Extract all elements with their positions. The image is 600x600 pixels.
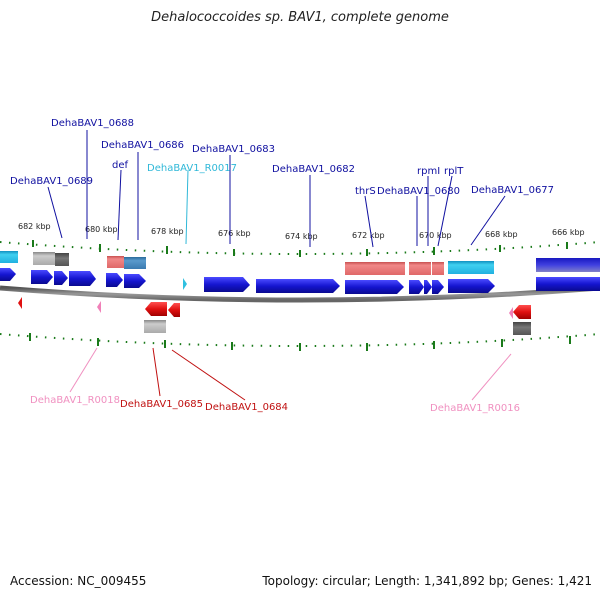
gene-arrow xyxy=(0,268,16,281)
scale-label-682: 682 kbp xyxy=(18,222,51,231)
trna-marker xyxy=(97,301,101,313)
gene-arrow xyxy=(432,280,444,294)
gene-label: DehaBAV1_0689 xyxy=(10,176,93,187)
gene-label: DehaBAV1_0682 xyxy=(272,164,355,175)
gene-label: DehaBAV1_0684 xyxy=(205,402,288,413)
category-bar xyxy=(124,257,146,269)
gene-label: DehaBAV1_0680 xyxy=(377,186,460,197)
gene-arrow xyxy=(145,302,167,316)
scale-label-678: 678 kbp xyxy=(151,227,184,236)
scale-label-670: 670 kbp xyxy=(419,231,452,240)
scale-label-676: 676 kbp xyxy=(218,229,251,238)
topology-text: Topology: circular; Length: 1,341,892 bp… xyxy=(262,574,592,588)
gene-arrow xyxy=(513,305,531,319)
category-bars xyxy=(0,251,600,335)
category-bar xyxy=(536,258,600,272)
scale-label-666: 666 kbp xyxy=(552,228,585,237)
gene-arrow xyxy=(536,277,600,291)
category-bar xyxy=(0,251,18,263)
genome-title: Dehalococcoides sp. BAV1, complete genom… xyxy=(151,10,449,25)
gene-arrow xyxy=(31,270,53,284)
gene-label: rpmI xyxy=(417,166,440,177)
top-leader-lines xyxy=(47,130,506,248)
scale-label-672: 672 kbp xyxy=(352,231,385,240)
trna-marker xyxy=(509,307,513,319)
category-bar xyxy=(33,252,55,265)
genome-backbone xyxy=(0,285,600,303)
gene-arrow xyxy=(448,279,495,293)
category-bar xyxy=(513,322,531,335)
gene-arrow xyxy=(106,273,123,287)
category-bar xyxy=(432,262,444,275)
gene-arrow xyxy=(69,271,96,286)
gene-arrow xyxy=(424,280,432,294)
gene-label: DehaBAV1_0688 xyxy=(51,118,134,129)
trna-marker xyxy=(183,278,187,290)
gene-label: rplT xyxy=(444,166,464,177)
gene-arrow xyxy=(345,280,404,294)
accession-text: Accession: NC_009455 xyxy=(10,574,147,588)
gene-label: DehaBAV1_R0018 xyxy=(30,395,120,406)
top-gene-labels: DehaBAV1_0688 DehaBAV1_0686 DehaBAV1_068… xyxy=(10,118,554,197)
gene-arrow xyxy=(168,303,180,317)
bottom-gene-labels: DehaBAV1_R0018 DehaBAV1_0685 DehaBAV1_06… xyxy=(30,395,520,414)
scale-label-674: 674 kbp xyxy=(285,232,318,241)
reverse-genes xyxy=(145,302,531,319)
category-bar xyxy=(409,262,431,275)
category-bar xyxy=(55,253,69,266)
gene-arrow xyxy=(204,277,250,292)
major-ticks-inner xyxy=(29,333,571,351)
gene-arrow xyxy=(409,280,424,294)
gene-label: DehaBAV1_0677 xyxy=(471,185,554,196)
gene-arrow xyxy=(54,271,68,285)
gene-label: DehaBAV1_0686 xyxy=(101,140,184,151)
bottom-leader-lines xyxy=(69,347,512,401)
gene-label: DehaBAV1_0685 xyxy=(120,399,203,410)
category-bar xyxy=(144,320,166,333)
scale-labels: 682 kbp 680 kbp 678 kbp 676 kbp 674 kbp … xyxy=(18,222,585,241)
gene-label: DehaBAV1_R0017 xyxy=(147,163,237,174)
category-bar xyxy=(107,256,124,268)
gene-label: DehaBAV1_R0016 xyxy=(430,403,520,414)
gene-arrow xyxy=(124,274,146,288)
gene-label: DehaBAV1_0683 xyxy=(192,144,275,155)
scale-label-680: 680 kbp xyxy=(85,225,118,234)
gene-label: def xyxy=(112,160,129,171)
forward-genes xyxy=(0,268,600,294)
category-bar xyxy=(448,261,494,274)
gene-label: thrS xyxy=(355,186,376,197)
major-ticks-outer xyxy=(32,240,568,257)
gene-arrow-small xyxy=(18,297,22,309)
gene-arrow xyxy=(256,279,340,293)
scale-label-668: 668 kbp xyxy=(485,230,518,239)
category-bar xyxy=(345,262,405,275)
